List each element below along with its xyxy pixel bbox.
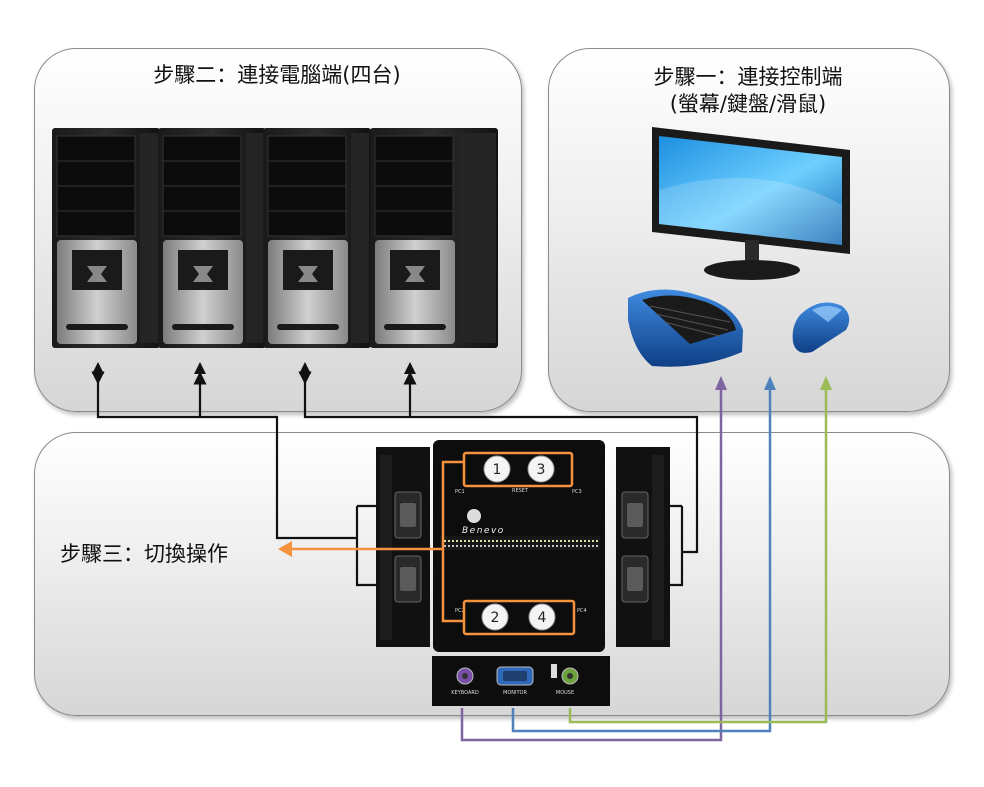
svg-text:4: 4 (538, 610, 547, 626)
keyboard-port-label: KEYBOARD (451, 690, 479, 696)
switch-button-2[interactable]: 2 (481, 603, 509, 631)
pc4-label: PC4 (577, 608, 587, 614)
keyboard-cable-arrow (715, 376, 727, 390)
pc3-label: PC3 (572, 489, 582, 495)
step1-label: 步驟一：連接控制端 (螢幕/鍵盤/滑鼠) (548, 64, 948, 118)
computer-tower-2 (158, 128, 266, 348)
monitor-icon (652, 127, 850, 280)
pc2-label: PC2 (455, 608, 465, 614)
mouse-port-label: MOUSE (556, 690, 574, 696)
computer-tower-3 (263, 128, 371, 348)
monitor-cable (511, 388, 772, 733)
svg-text:1: 1 (493, 462, 502, 478)
brand-label: Benevo (462, 526, 505, 536)
monitor-port-label: MONITOR (503, 690, 527, 696)
pc-connection-lines (91, 371, 699, 587)
keyboard-cable (460, 388, 723, 742)
computer-tower-1 (52, 128, 160, 348)
switch-button-4[interactable]: 4 (528, 603, 556, 631)
mouse-cable-arrow (820, 376, 832, 390)
mouse-cable (568, 388, 828, 724)
step3-arrow-head (278, 541, 292, 557)
step1-title: 步驟一：連接控制端 (653, 65, 843, 89)
reset-label: RESET (512, 488, 529, 494)
keyboard-icon (628, 289, 743, 367)
pc1-label: PC1 (455, 489, 465, 495)
switch-button-3[interactable]: 3 (527, 455, 555, 483)
step1-subtitle: (螢幕/鍵盤/滑鼠) (669, 92, 827, 116)
computer-tower-4 (370, 128, 498, 348)
switch-button-1[interactable]: 1 (483, 455, 511, 483)
arrow-heads-up (92, 362, 416, 374)
mouse-icon (792, 302, 850, 353)
step3-label: 步驟三：切換操作 (60, 542, 228, 566)
step2-label: 步驟二：連接電腦端(四台) (153, 63, 401, 87)
svg-text:2: 2 (491, 610, 500, 626)
button-highlight (290, 451, 576, 636)
console-ports: KEYBOARD MONITOR MOUSE (451, 664, 579, 696)
svg-text:3: 3 (537, 462, 546, 478)
monitor-cable-arrow (764, 376, 776, 390)
kvm-switch: Benevo (376, 440, 670, 706)
